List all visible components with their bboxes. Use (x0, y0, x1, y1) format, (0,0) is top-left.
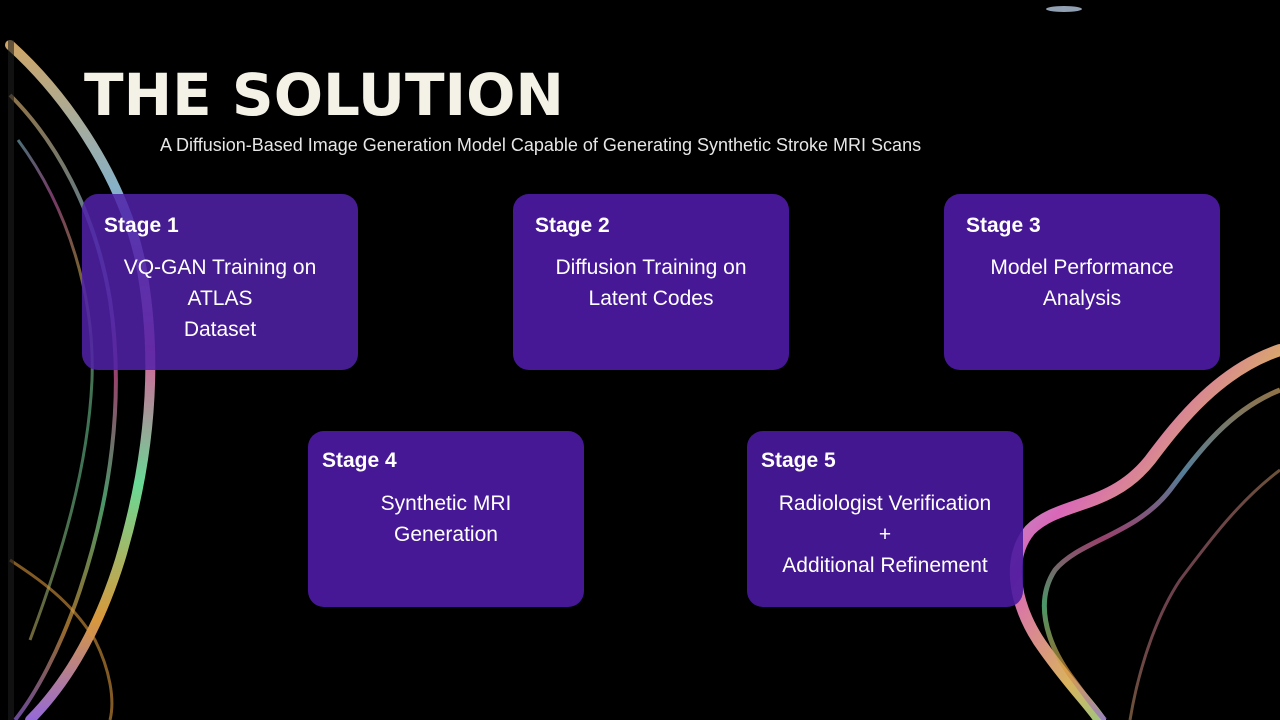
slide-title: THE SOLUTION (84, 61, 564, 129)
stage-card-1: Stage 1 VQ-GAN Training on ATLAS Dataset (82, 194, 358, 370)
slide-subtitle: A Diffusion-Based Image Generation Model… (160, 135, 922, 155)
stage-description: VQ-GAN Training on ATLAS Dataset (123, 256, 317, 341)
stage-label: Stage 5 (761, 449, 836, 472)
top-sparkle (1046, 6, 1082, 12)
left-bubble-film (5, 40, 156, 720)
stage-card-4: Stage 4 Synthetic MRI Generation (308, 431, 584, 607)
right-iridescent-ribbon (1009, 344, 1280, 720)
stage-description: Diffusion Training on Latent Codes (555, 256, 747, 310)
stage-description: Radiologist Verification + Additional Re… (778, 492, 992, 577)
stage-card-2: Stage 2 Diffusion Training on Latent Cod… (513, 194, 789, 370)
stage-label: Stage 4 (322, 449, 397, 472)
stage-label: Stage 1 (104, 214, 179, 237)
stage-description: Synthetic MRI Generation (380, 492, 512, 546)
stage-label: Stage 2 (535, 214, 610, 237)
stage-description: Model Performance Analysis (990, 256, 1174, 310)
stage-card-5: Stage 5 Radiologist Verification + Addit… (747, 431, 1023, 607)
stage-label: Stage 3 (966, 214, 1041, 237)
stage-card-3: Stage 3 Model Performance Analysis (944, 194, 1220, 370)
